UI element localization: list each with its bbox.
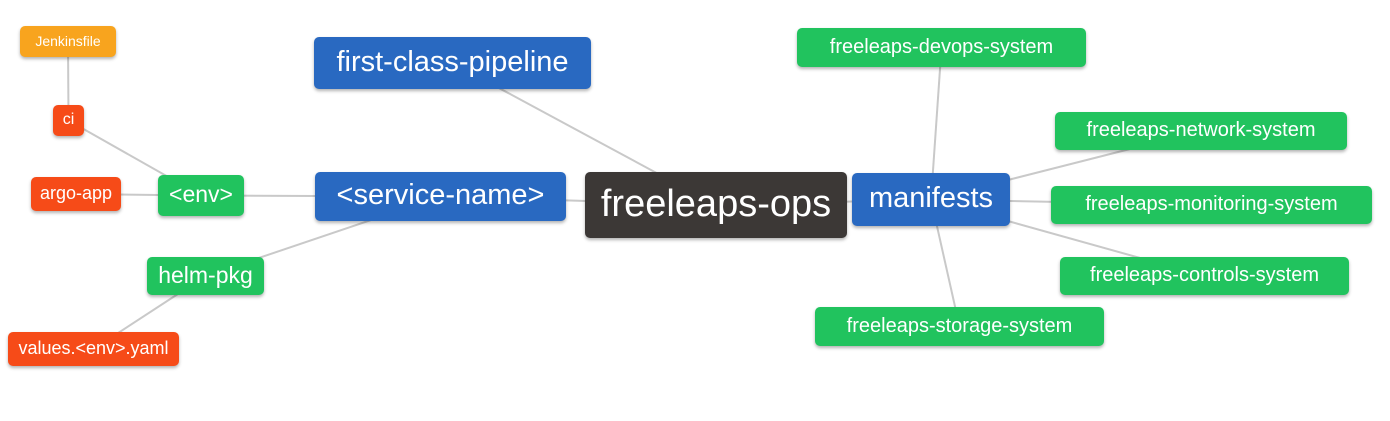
node-label: <service-name> bbox=[336, 179, 545, 211]
node-freeleaps-network-system[interactable]: freeleaps-network-system bbox=[1055, 112, 1347, 150]
node-label: manifests bbox=[868, 182, 994, 214]
node-jenkinsfile[interactable]: Jenkinsfile bbox=[20, 26, 116, 57]
node-argo-app[interactable]: argo-app bbox=[31, 177, 121, 211]
node-label: <env> bbox=[169, 181, 233, 207]
node-first-class-pipeline[interactable]: first-class-pipeline bbox=[314, 37, 591, 89]
node-label: values.<env>.yaml bbox=[18, 338, 169, 358]
node-freeleaps-monitoring-system[interactable]: freeleaps-monitoring-system bbox=[1051, 186, 1372, 224]
node-env[interactable]: <env> bbox=[158, 175, 244, 216]
node-label: helm-pkg bbox=[158, 261, 253, 288]
node-label: first-class-pipeline bbox=[336, 45, 569, 78]
node-manifests[interactable]: manifests bbox=[852, 173, 1010, 226]
node-values-env-yaml[interactable]: values.<env>.yaml bbox=[8, 332, 179, 366]
node-label: argo-app bbox=[39, 183, 113, 203]
node-label: freeleaps-storage-system bbox=[846, 314, 1073, 337]
node-label: freeleaps-controls-system bbox=[1090, 264, 1319, 286]
node-label: freeleaps-network-system bbox=[1086, 119, 1316, 141]
node-label: freeleaps-devops-system bbox=[829, 35, 1054, 58]
node-label: ci bbox=[62, 110, 75, 128]
node-freeleaps-storage-system[interactable]: freeleaps-storage-system bbox=[815, 307, 1104, 346]
node-freeleaps-ops[interactable]: freeleaps-ops bbox=[585, 172, 847, 238]
node-label: freeleaps-ops bbox=[600, 183, 832, 225]
node-helm-pkg[interactable]: helm-pkg bbox=[147, 257, 264, 295]
node-freeleaps-controls-system[interactable]: freeleaps-controls-system bbox=[1060, 257, 1349, 295]
node-label: freeleaps-monitoring-system bbox=[1085, 193, 1338, 215]
node-label: Jenkinsfile bbox=[35, 32, 101, 49]
node-ci[interactable]: ci bbox=[53, 105, 84, 136]
node-freeleaps-devops-system[interactable]: freeleaps-devops-system bbox=[797, 28, 1086, 67]
node-service-name[interactable]: <service-name> bbox=[315, 172, 566, 221]
